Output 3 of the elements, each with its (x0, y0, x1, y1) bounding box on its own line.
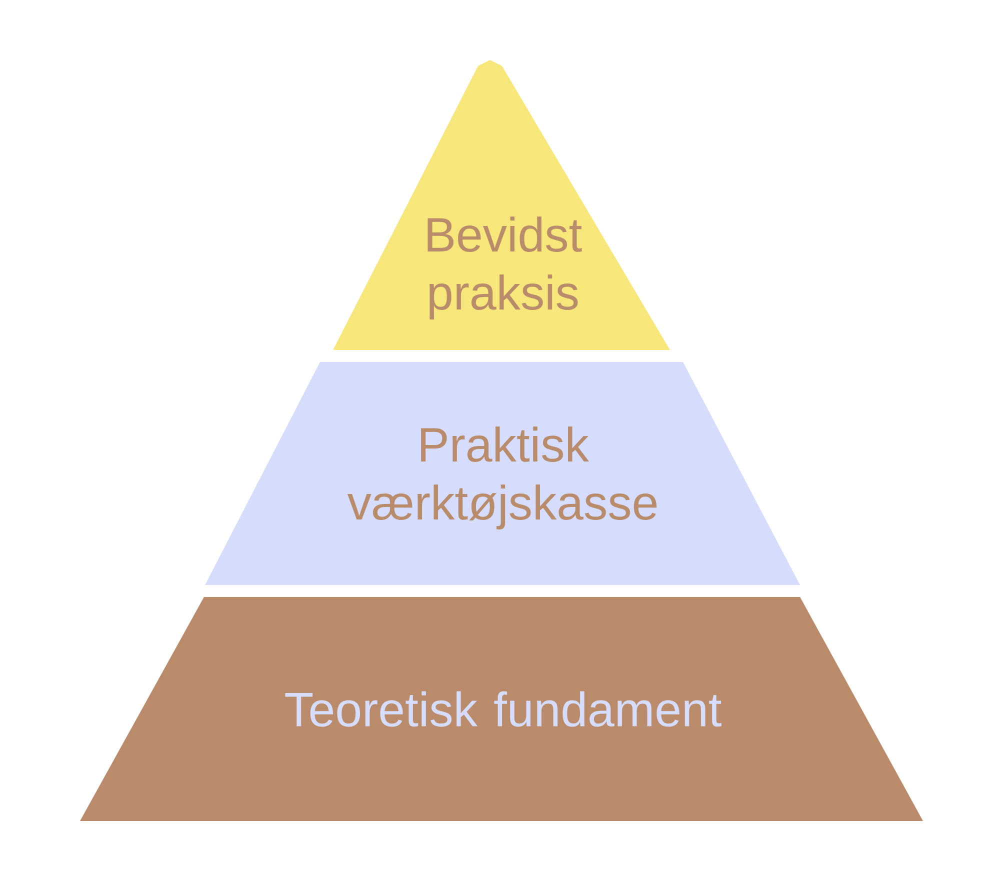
pyramid-tier: Praktisk værktøjskasse (205, 362, 800, 585)
pyramid-tier: Teoretisk fundament (80, 597, 924, 821)
pyramid-tier: Bevidst praksis (333, 60, 670, 350)
